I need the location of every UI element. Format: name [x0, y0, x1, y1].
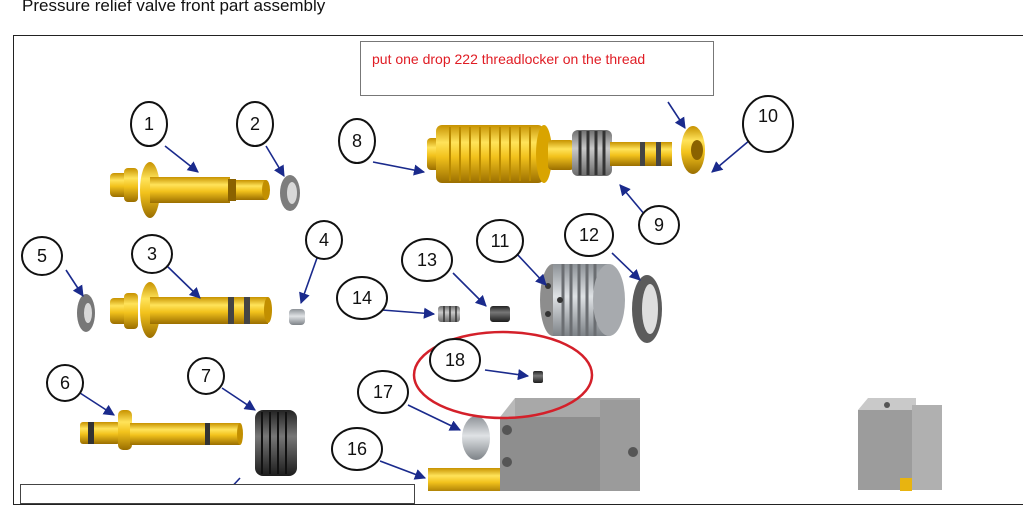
highlight-circle-18: [412, 330, 594, 420]
callout-13: 13: [401, 238, 453, 282]
part-12-large-o-ring: [632, 275, 662, 343]
callout-14-label: 14: [352, 288, 372, 308]
callout-11-label: 11: [491, 231, 510, 251]
callout-2-label: 2: [250, 114, 260, 134]
callout-1: 1: [130, 101, 168, 147]
assembly-diagram: 1 2 3 4 5 6 7 8 9 10 11 12: [21, 95, 942, 491]
callout-8-label: 8: [352, 131, 362, 151]
callout-12-label: 12: [579, 225, 599, 245]
part-5-o-ring: [77, 294, 95, 332]
callout-3-label: 3: [147, 244, 157, 264]
callout-5: 5: [21, 236, 63, 276]
callout-2: 2: [236, 101, 274, 147]
callout-7: 7: [187, 357, 225, 395]
callout-5-label: 5: [37, 246, 47, 266]
part-10-threaded-cap: [681, 126, 705, 174]
part-13-plug: [490, 306, 510, 322]
callout-6: 6: [46, 364, 84, 402]
part-6-brass-shaft: [80, 410, 243, 450]
callout-16-label: 16: [347, 439, 367, 459]
valve-block: [428, 398, 640, 491]
callout-4: 4: [305, 220, 343, 260]
page-title: Pressure relief valve front part assembl…: [22, 0, 326, 15]
threadlocker-note: put one drop 222 threadlocker on the thr…: [360, 41, 714, 96]
callout-16: 16: [331, 427, 383, 471]
callout-12: 12: [564, 213, 614, 257]
callout-10: 10: [742, 95, 794, 153]
part-8-threaded-body: [427, 125, 552, 183]
callout-3: 3: [131, 234, 173, 274]
callout-17-label: 17: [373, 382, 393, 402]
leader-arrows: [65, 101, 751, 491]
side-valve-block: [858, 398, 942, 491]
part-4-nut: [289, 309, 305, 325]
callout-9: 9: [638, 205, 680, 245]
callout-17: 17: [357, 370, 409, 414]
callout-4-label: 4: [319, 230, 329, 250]
callout-8: 8: [338, 118, 376, 164]
part-18-grub-screw: [533, 371, 543, 383]
part-7-rubber-sleeve: [255, 410, 297, 476]
callout-10-label: 10: [758, 106, 778, 126]
part-2-o-ring: [280, 175, 300, 211]
part-3-brass-spool: [110, 282, 272, 338]
callout-14: 14: [336, 276, 388, 320]
callout-9-label: 9: [654, 215, 664, 235]
part-9-piston-stem: [548, 130, 672, 176]
callout-11: 11: [476, 219, 524, 263]
callout-18: 18: [429, 338, 481, 382]
callout-6-label: 6: [60, 373, 70, 393]
callout-1-label: 1: [144, 114, 154, 134]
callout-18-label: 18: [445, 350, 465, 370]
callout-13-label: 13: [417, 250, 437, 270]
part-1-brass-spool: [110, 162, 270, 218]
bottom-caption-box: [20, 484, 415, 504]
part-14-set-screw: [438, 306, 460, 322]
callout-7-label: 7: [201, 366, 211, 386]
threadlocker-note-text: put one drop 222 threadlocker on the thr…: [372, 51, 646, 67]
part-11-finned-piston: [540, 264, 625, 336]
